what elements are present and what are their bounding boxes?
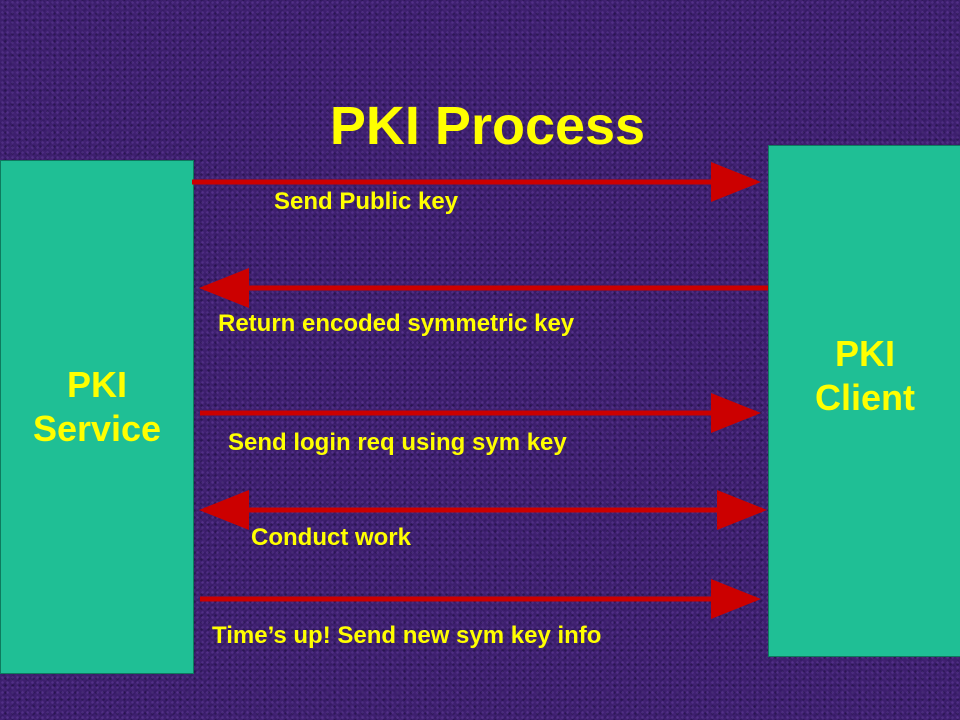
message-times-up: Time’s up! Send new sym key info [212, 622, 602, 649]
message-send-login-req: Send login req using sym key [228, 429, 567, 456]
pki-client-label: PKI Client [814, 333, 915, 418]
pki-service-label: PKI Service [32, 364, 162, 449]
pki-client-box: PKI Client [768, 145, 960, 657]
diagram-title: PKI Process [329, 96, 646, 156]
message-send-public-key: Send Public key [274, 188, 459, 215]
message-conduct-work: Conduct work [251, 524, 411, 551]
pki-service-box: PKI Service [0, 160, 194, 674]
message-return-symmetric-key: Return encoded symmetric key [218, 310, 575, 337]
